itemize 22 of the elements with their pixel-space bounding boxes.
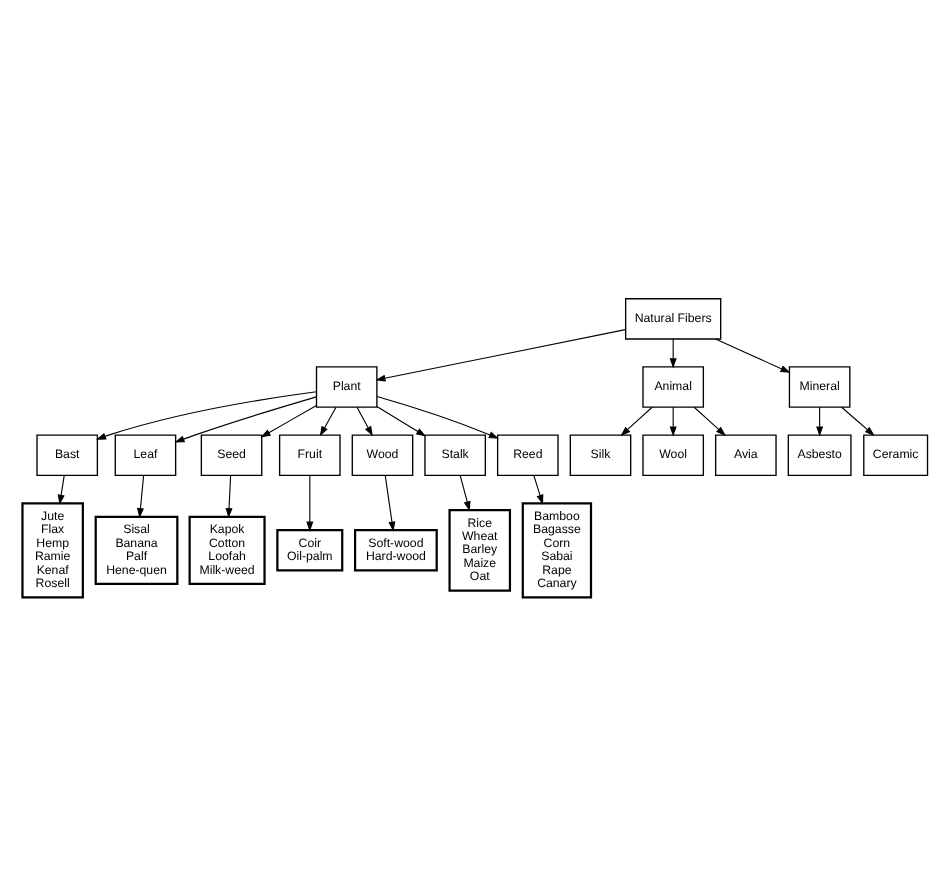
arrow: [305, 474, 313, 531]
arrow: [318, 405, 336, 436]
arrow: [135, 474, 144, 518]
arrow: [383, 474, 395, 531]
arrow: [224, 474, 232, 518]
arrow: [815, 405, 823, 436]
arrow: [259, 403, 316, 437]
arrow: [692, 405, 725, 436]
arrow: [458, 474, 470, 511]
arrow: [95, 390, 316, 439]
arrow: [668, 405, 676, 436]
arrow: [374, 328, 625, 381]
arrow: [375, 394, 498, 438]
arrow: [56, 474, 64, 504]
arrow: [375, 405, 426, 436]
arrow: [619, 405, 652, 436]
arrow: [532, 474, 543, 504]
arrow: [355, 405, 372, 436]
arrow: [840, 405, 874, 435]
arrow: [173, 395, 317, 442]
arrow: [668, 337, 676, 368]
arrow: [714, 337, 790, 372]
